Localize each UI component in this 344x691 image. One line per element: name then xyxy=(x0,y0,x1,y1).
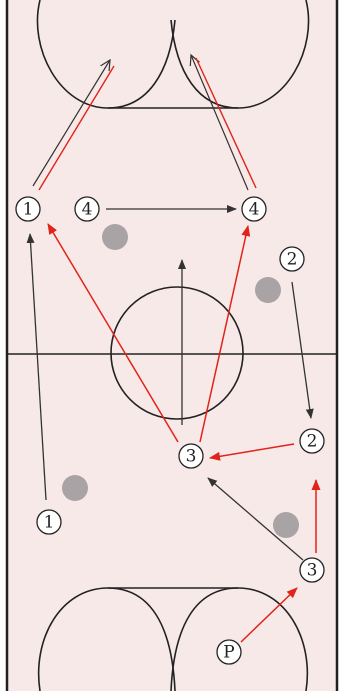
court-surface xyxy=(7,0,337,691)
cone xyxy=(62,475,88,501)
skate-arrow-3-diagonal xyxy=(207,477,304,561)
player-3-center: 3 xyxy=(178,443,204,469)
cone xyxy=(273,512,299,538)
bottom-goal-area xyxy=(37,587,309,691)
cone xyxy=(102,224,128,250)
cone xyxy=(255,277,281,303)
shot-arrow-right xyxy=(191,55,257,191)
player-label: 3 xyxy=(186,447,197,467)
player-label: 3 xyxy=(307,561,318,581)
shot-arrow-left xyxy=(32,60,115,191)
pass-arrow-3-to-4 xyxy=(199,225,251,443)
player-label: 1 xyxy=(44,513,55,533)
top-goal-area xyxy=(36,0,310,109)
pass-arrow-2-to-3 xyxy=(209,443,295,461)
player-4-right: 4 xyxy=(241,196,267,222)
player-2-upper: 2 xyxy=(279,246,305,272)
player-label: 1 xyxy=(23,200,34,220)
player-label: P xyxy=(223,643,234,663)
player-label: 4 xyxy=(82,200,93,220)
pass-arrow-P-to-3 xyxy=(240,587,298,643)
player-label: 2 xyxy=(287,250,298,270)
player-3-bottom: 3 xyxy=(299,557,325,583)
player-label: 2 xyxy=(307,432,318,452)
player-1-bottom: 1 xyxy=(36,509,62,535)
skate-arrow-2-down xyxy=(291,281,314,419)
player-4-left: 4 xyxy=(74,196,100,222)
center-circle xyxy=(110,286,244,420)
skate-arrow-1-up xyxy=(26,233,47,501)
pass-arrow-3-to-1 xyxy=(47,223,179,443)
player-passer: P xyxy=(216,639,242,665)
player-2-lower: 2 xyxy=(299,428,325,454)
player-1-top: 1 xyxy=(15,196,41,222)
player-label: 4 xyxy=(249,200,260,220)
